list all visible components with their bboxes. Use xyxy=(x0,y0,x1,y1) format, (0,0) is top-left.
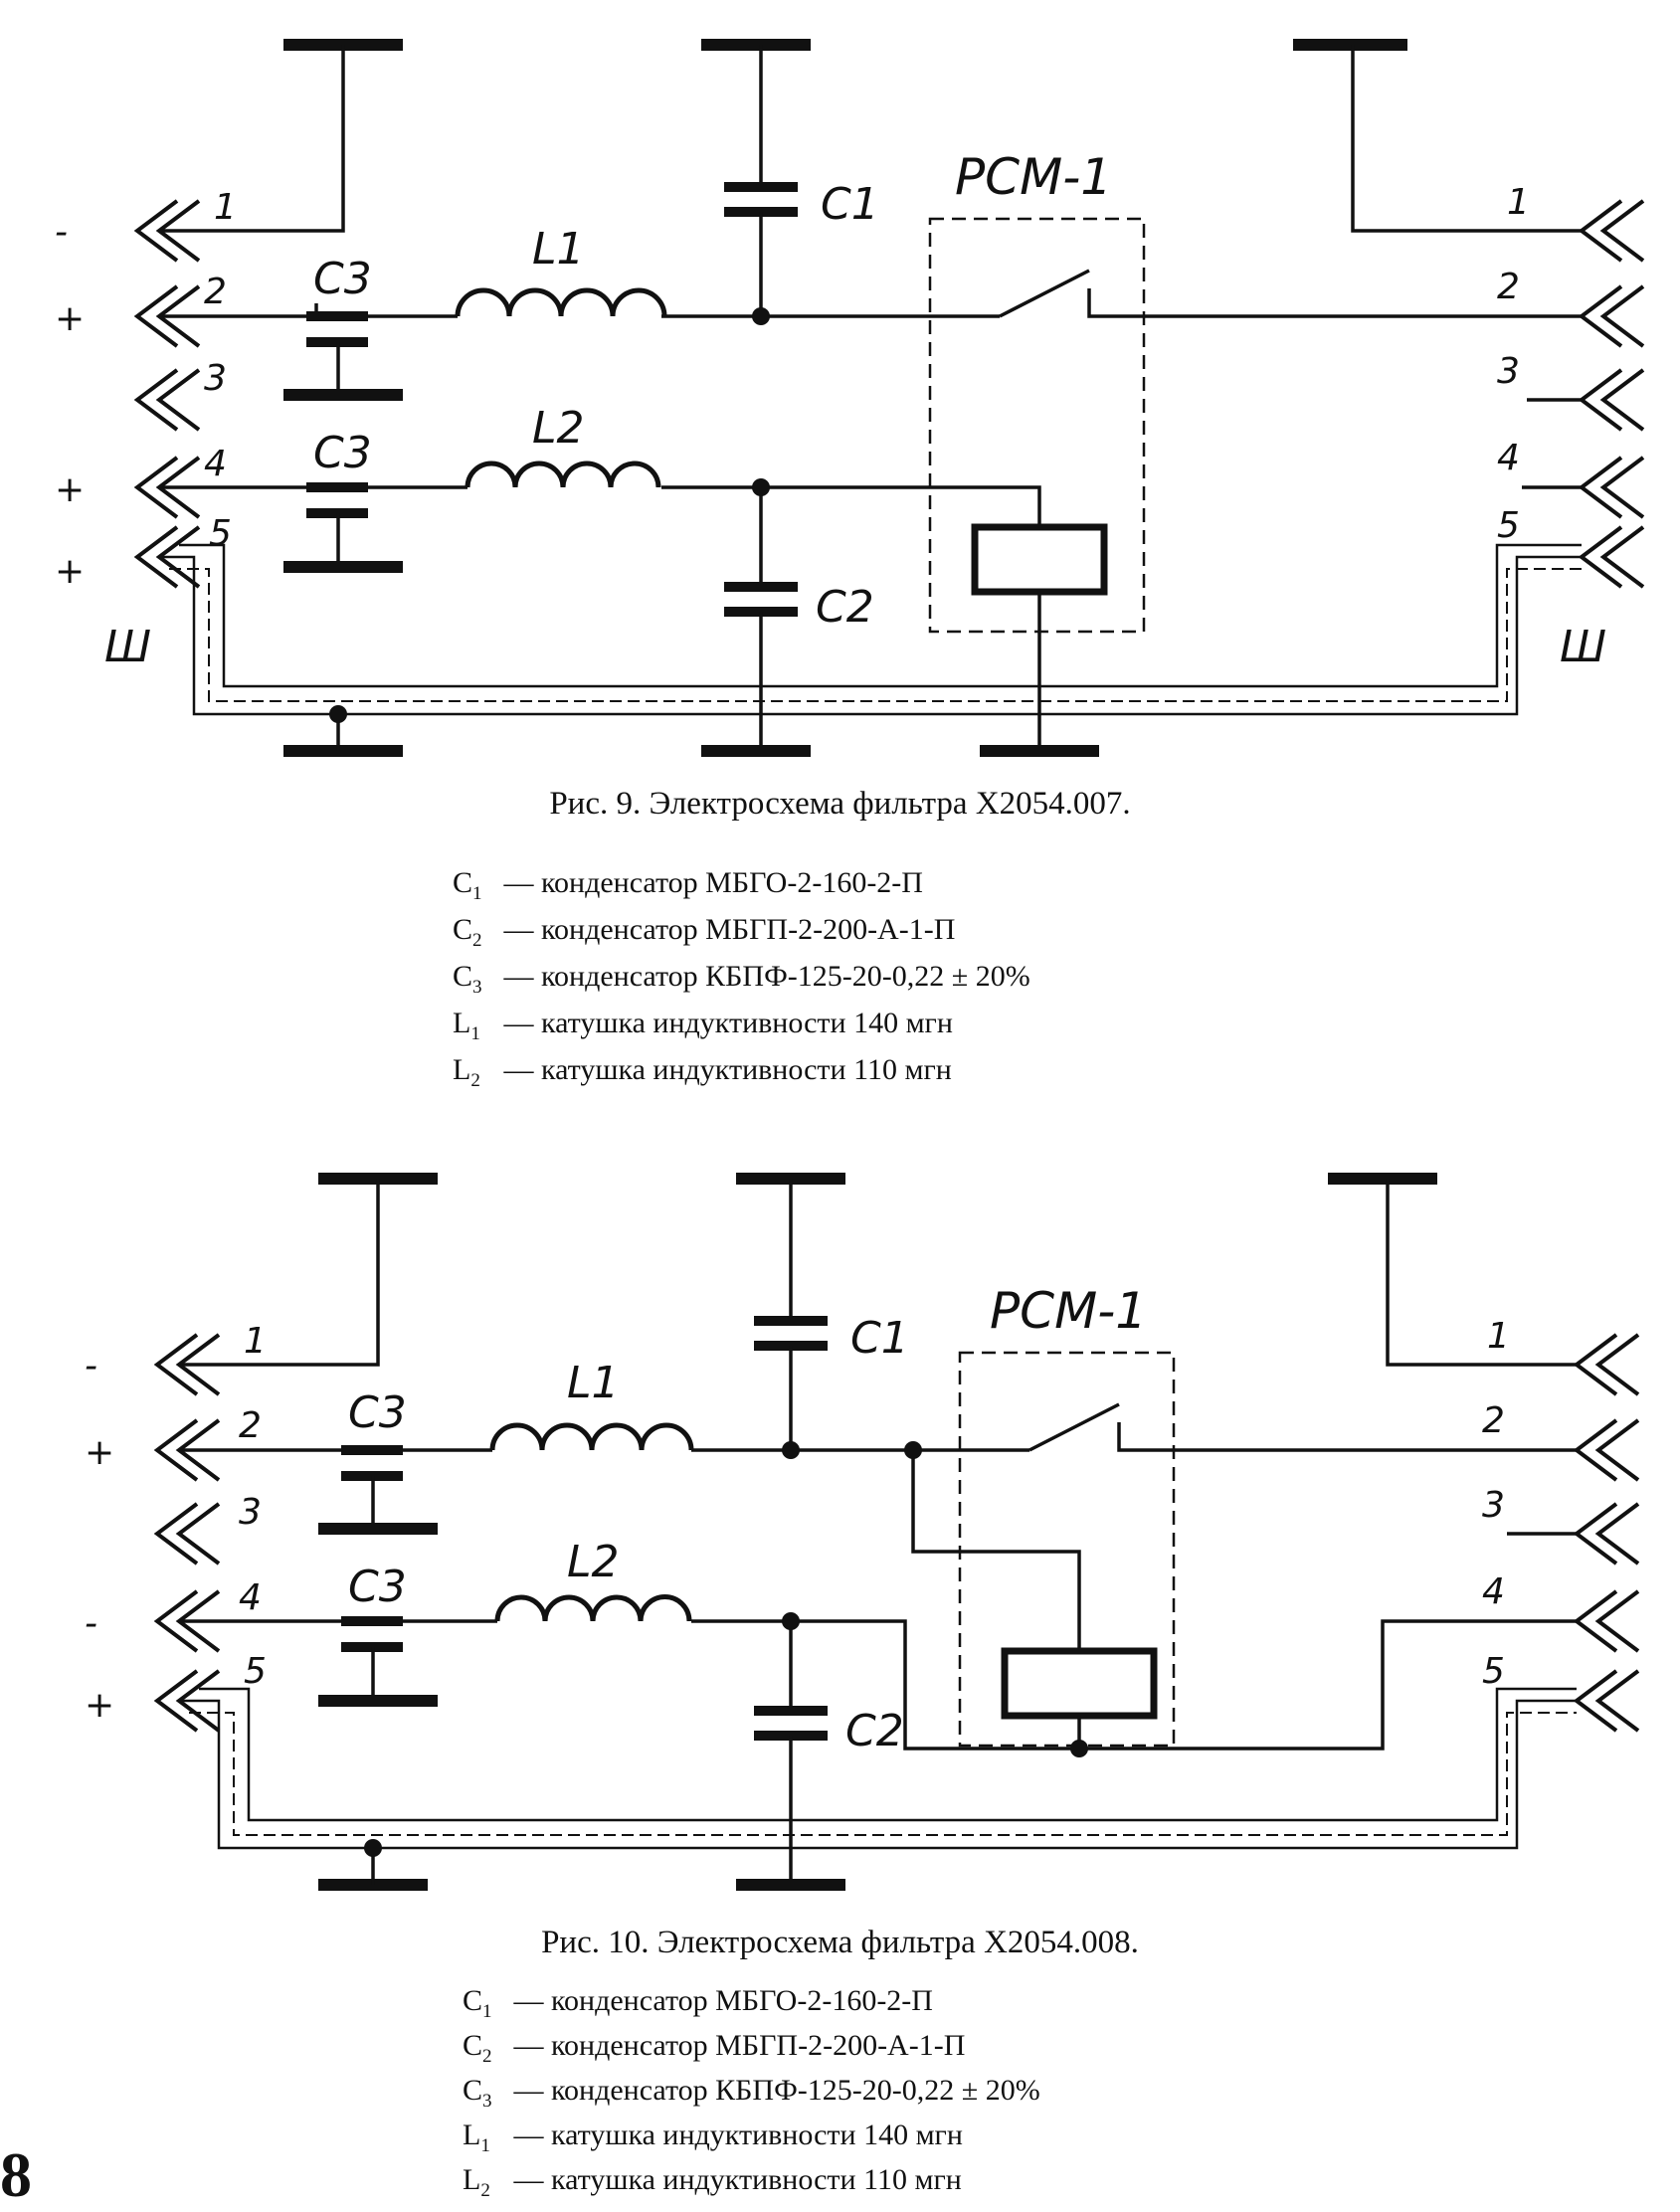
left-pin-4: 4 xyxy=(204,444,227,484)
right-pin-4: 4 xyxy=(1482,1571,1505,1612)
legend-fig10: C1 — конденсатор МБГО-2-160-2-П C2 — кон… xyxy=(463,1984,1040,2208)
left-sign-5: + xyxy=(85,1685,114,1726)
left-pin-3: 3 xyxy=(204,358,227,399)
right-pin-3: 3 xyxy=(1482,1485,1505,1526)
right-pin-5: 5 xyxy=(1497,505,1520,546)
caption-fig10: Рис. 10. Электросхема фильтра X2054.008. xyxy=(541,1925,1139,1960)
left-pin-2: 2 xyxy=(239,1405,262,1446)
legend-item: L2 — катушка индуктивности 110 мгн xyxy=(463,2163,962,2201)
label-l1: L1 xyxy=(567,1358,620,1408)
left-sign-2: + xyxy=(85,1432,114,1473)
right-pin-4: 4 xyxy=(1497,438,1520,478)
label-c2: C2 xyxy=(816,582,874,633)
legend-item: C1 — конденсатор МБГО-2-160-2-П xyxy=(453,866,923,904)
caption-fig9: Рис. 9. Электросхема фильтра X2054.007. xyxy=(549,786,1131,822)
label-c1: C1 xyxy=(850,1313,909,1364)
left-pin-5: 5 xyxy=(209,513,232,554)
legend-item: L1 — катушка индуктивности 140 мгн xyxy=(453,1007,953,1044)
left-sign-5: + xyxy=(55,551,85,592)
right-pin-1: 1 xyxy=(1487,1316,1510,1357)
relay-label: РСМ-1 xyxy=(990,1282,1147,1340)
label-l2: L2 xyxy=(567,1537,620,1587)
legend-item: C2 — конденсатор МБГП-2-200-А-1-П xyxy=(463,2029,966,2067)
left-pin-1: 1 xyxy=(214,187,237,228)
label-l1: L1 xyxy=(532,224,585,275)
schematic-fig9: - + + + 1 2 3 4 5 1 2 3 4 5 Ш Ш C1 C2 C3… xyxy=(55,39,1645,757)
shield-label-right: Ш xyxy=(1560,622,1606,672)
left-pin-2: 2 xyxy=(204,272,227,312)
legend-item: C3 — конденсатор КБПФ-125-20-0,22 ± 20% xyxy=(453,960,1030,998)
left-sign-4: + xyxy=(55,469,85,510)
right-pin-1: 1 xyxy=(1507,182,1530,223)
page-number: 8 xyxy=(0,2139,32,2210)
legend-item: C1 — конденсатор МБГО-2-160-2-П xyxy=(463,1984,933,2022)
left-pin-4: 4 xyxy=(239,1577,262,1618)
right-pin-2: 2 xyxy=(1482,1400,1505,1441)
right-pin-2: 2 xyxy=(1497,267,1520,307)
legend-item: C3 — конденсатор КБПФ-125-20-0,22 ± 20% xyxy=(463,2074,1040,2112)
label-l2: L2 xyxy=(532,403,585,454)
shield-label-left: Ш xyxy=(104,622,151,672)
right-pin-5: 5 xyxy=(1482,1651,1505,1692)
label-c3-bottom: C3 xyxy=(313,428,372,478)
schematic-fig10: - + - + 1 2 3 4 5 1 2 3 4 5 C1 C2 C3 C3 … xyxy=(85,1173,1640,1891)
left-pin-5: 5 xyxy=(244,1651,267,1692)
left-sign-1: - xyxy=(55,212,68,253)
left-sign-2: + xyxy=(55,298,85,339)
label-c3-top: C3 xyxy=(313,254,372,304)
label-c2: C2 xyxy=(845,1706,904,1756)
relay-label: РСМ-1 xyxy=(955,148,1112,206)
left-sign-4: - xyxy=(85,1603,97,1644)
left-pin-3: 3 xyxy=(239,1492,262,1533)
label-c1: C1 xyxy=(821,179,879,230)
left-sign-1: - xyxy=(85,1346,97,1386)
left-pin-1: 1 xyxy=(244,1321,267,1362)
label-c3-top: C3 xyxy=(348,1387,407,1438)
legend-item: C2 — конденсатор МБГП-2-200-А-1-П xyxy=(453,913,956,951)
legend-item: L1 — катушка индуктивности 140 мгн xyxy=(463,2119,963,2156)
right-pin-3: 3 xyxy=(1497,351,1520,392)
legend-fig9: C1 — конденсатор МБГО-2-160-2-П C2 — кон… xyxy=(453,865,1030,1099)
label-c3-bottom: C3 xyxy=(348,1562,407,1612)
legend-item: L2 — катушка индуктивности 110 мгн xyxy=(453,1053,952,1091)
